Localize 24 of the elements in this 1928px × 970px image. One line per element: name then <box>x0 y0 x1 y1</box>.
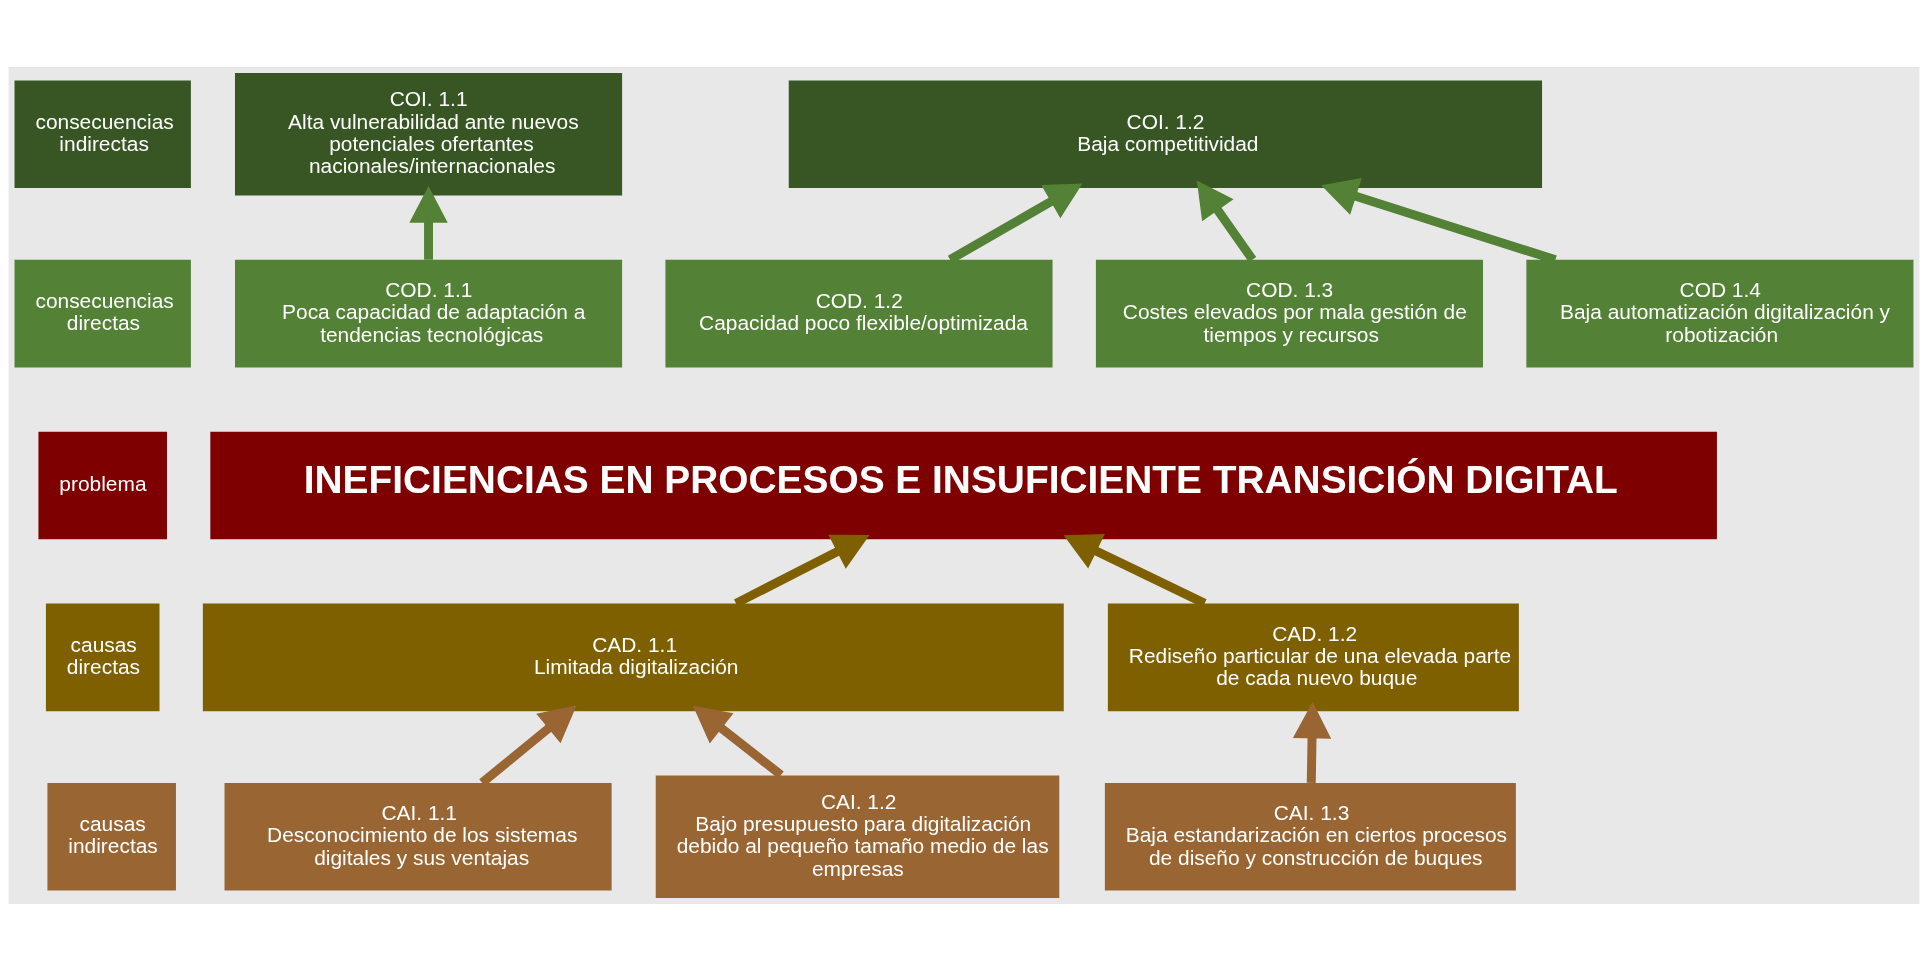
node-box: CAI. 1.3 Baja estandarización en ciertos procesos de diseño y construcción de buques <box>1104 782 1516 891</box>
node-box: COI. 1.2 Baja competitividad <box>788 79 1543 188</box>
node-box: COD. 1.2 Capacidad poco flexible/optimizada <box>665 259 1053 367</box>
node-box: CAI. 1.1 Desconocimiento de los sistemas digitales y sus ventajas <box>224 782 612 891</box>
arrow <box>1196 179 1257 262</box>
node-box: CAD. 1.2 Rediseño particular de una elevada parte de cada nuevo buque <box>1107 603 1519 711</box>
node-box: consecuencias indirectas <box>14 79 191 188</box>
node-box: COI. 1.1 Alta vulnerabilidad ante nuevos potenciales ofertantes nacionales/internacionales <box>235 72 623 196</box>
node-box: INEFICIENCIAS EN PROCESOS E INSUFICIENTE TRANSICIÓN DIGITAL <box>210 431 1717 539</box>
node-box: problema <box>38 431 167 539</box>
node-box: consecuencias directas <box>14 259 191 367</box>
arrow <box>733 534 870 607</box>
node-box: COD 1.4 Baja automatización digitalización y robotización <box>1526 259 1914 367</box>
node-box: COD. 1.1 Poca capacidad de adaptación a tendencias tecnológicas <box>235 259 623 367</box>
arrow <box>1292 701 1332 783</box>
arrow <box>692 705 784 779</box>
arrow <box>409 185 448 260</box>
node-box: CAI. 1.2 Bajo presupuesto para digitalización debido al pequeño tamaño medio de las empresas <box>655 774 1060 898</box>
node-box: causas directas <box>45 603 160 711</box>
node-box: COD. 1.3 Costes elevados por mala gestión de tiempos y recursos <box>1095 259 1483 367</box>
arrow <box>479 704 577 786</box>
arrow <box>1063 533 1207 607</box>
node-box: causas indirectas <box>47 782 176 891</box>
node-box: CAD. 1.1 Limitada digitalización <box>202 603 1064 711</box>
